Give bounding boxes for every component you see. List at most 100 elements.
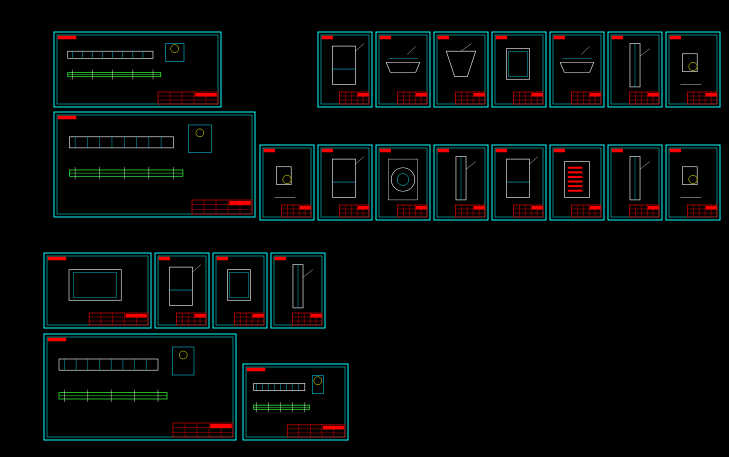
drawing-rect xyxy=(495,148,508,153)
drawing-circle xyxy=(688,175,698,184)
drawing-sheet[interactable] xyxy=(270,252,326,329)
title-block-fill xyxy=(210,424,232,429)
title-block-fill xyxy=(647,206,659,210)
title-block xyxy=(280,204,312,218)
drawing-rect xyxy=(508,51,528,77)
drawing-sheet[interactable] xyxy=(607,31,663,108)
drawing-rect xyxy=(682,53,698,72)
drawing-circle xyxy=(282,175,292,184)
drawing-rect xyxy=(495,35,508,40)
drawing-line xyxy=(639,48,650,57)
list-row xyxy=(567,175,583,178)
drawing-rect xyxy=(227,269,251,301)
title-block-fill xyxy=(589,206,601,210)
title-block xyxy=(172,422,234,438)
drawing-line xyxy=(302,269,313,278)
title-block xyxy=(512,204,544,218)
title-block-fill xyxy=(310,314,322,318)
drawing-sheet[interactable] xyxy=(259,144,315,221)
title-block-fill xyxy=(647,93,659,97)
drawing-line xyxy=(529,156,539,165)
title-block xyxy=(570,91,602,105)
title-block xyxy=(628,91,660,105)
drawing-rect xyxy=(172,346,195,376)
drawing-rect xyxy=(611,148,624,153)
drawing-sheet[interactable] xyxy=(317,144,373,221)
title-block-fill xyxy=(357,93,369,97)
drawing-sheet[interactable] xyxy=(375,144,431,221)
drawing-sheet[interactable] xyxy=(491,144,547,221)
title-block xyxy=(286,424,346,438)
title-block xyxy=(191,199,253,215)
drawing-sheet[interactable] xyxy=(375,31,431,108)
list-row xyxy=(567,180,583,183)
drawing-rect xyxy=(57,35,77,40)
title-block xyxy=(512,91,544,105)
drawing-rect xyxy=(332,158,356,198)
drawing-rect xyxy=(332,45,356,85)
drawing-sheet[interactable] xyxy=(433,144,489,221)
title-block xyxy=(454,204,486,218)
drawing-rect xyxy=(311,375,324,394)
drawing-rect xyxy=(188,124,212,153)
drawing-rect xyxy=(73,272,117,298)
drawing-sheet[interactable] xyxy=(665,144,721,221)
drawing-rect xyxy=(506,48,530,80)
drawing-rect xyxy=(263,148,276,153)
drawing-sheet[interactable] xyxy=(212,252,268,329)
drawing-line xyxy=(355,156,365,165)
drawing-rect xyxy=(437,35,450,40)
drawing-line xyxy=(355,43,365,52)
title-block-fill xyxy=(531,206,543,210)
drawing-poly xyxy=(385,62,421,73)
drawing-sheet[interactable] xyxy=(154,252,210,329)
title-block-fill xyxy=(705,206,717,210)
title-block-fill xyxy=(415,206,427,210)
title-block xyxy=(396,204,428,218)
drawing-rect xyxy=(321,148,334,153)
title-block xyxy=(338,204,370,218)
drawing-rect xyxy=(46,336,234,438)
drawing-rect xyxy=(165,43,185,62)
drawing-sheet[interactable] xyxy=(43,252,152,329)
drawing-rect xyxy=(388,158,418,201)
drawing-line xyxy=(465,161,476,170)
drawing-sheet[interactable] xyxy=(53,31,222,108)
title-block xyxy=(454,91,486,105)
title-block-fill xyxy=(194,314,206,318)
drawing-sheet[interactable] xyxy=(317,31,373,108)
drawing-rect xyxy=(58,358,159,371)
drawing-rect xyxy=(246,367,266,372)
title-block xyxy=(628,204,660,218)
drawing-line xyxy=(581,46,590,55)
title-block xyxy=(88,312,149,326)
drawing-line xyxy=(460,43,472,52)
drawing-rect xyxy=(47,337,67,342)
drawing-sheet[interactable] xyxy=(665,31,721,108)
list-row xyxy=(567,171,583,174)
drawing-sheet[interactable] xyxy=(549,31,605,108)
drawing-rect xyxy=(379,148,392,153)
drawing-rect xyxy=(321,35,334,40)
drawing-sheet[interactable] xyxy=(242,363,349,441)
drawing-sheet[interactable] xyxy=(607,144,663,221)
drawing-rect xyxy=(669,35,682,40)
title-block xyxy=(157,91,219,105)
drawing-rect xyxy=(253,383,306,391)
drawing-rect xyxy=(274,256,287,261)
drawing-rect xyxy=(506,158,530,198)
title-block xyxy=(396,91,428,105)
drawing-sheet[interactable] xyxy=(43,333,237,441)
drawing-sheet[interactable] xyxy=(433,31,489,108)
title-block-fill xyxy=(252,314,264,318)
drawing-sheet[interactable] xyxy=(53,111,256,218)
title-block-fill xyxy=(299,206,311,210)
drawing-line xyxy=(407,46,416,55)
drawing-sheet[interactable] xyxy=(491,31,547,108)
title-block-fill xyxy=(705,93,717,97)
drawing-rect xyxy=(56,34,219,105)
drawing-sheet[interactable] xyxy=(549,144,605,221)
